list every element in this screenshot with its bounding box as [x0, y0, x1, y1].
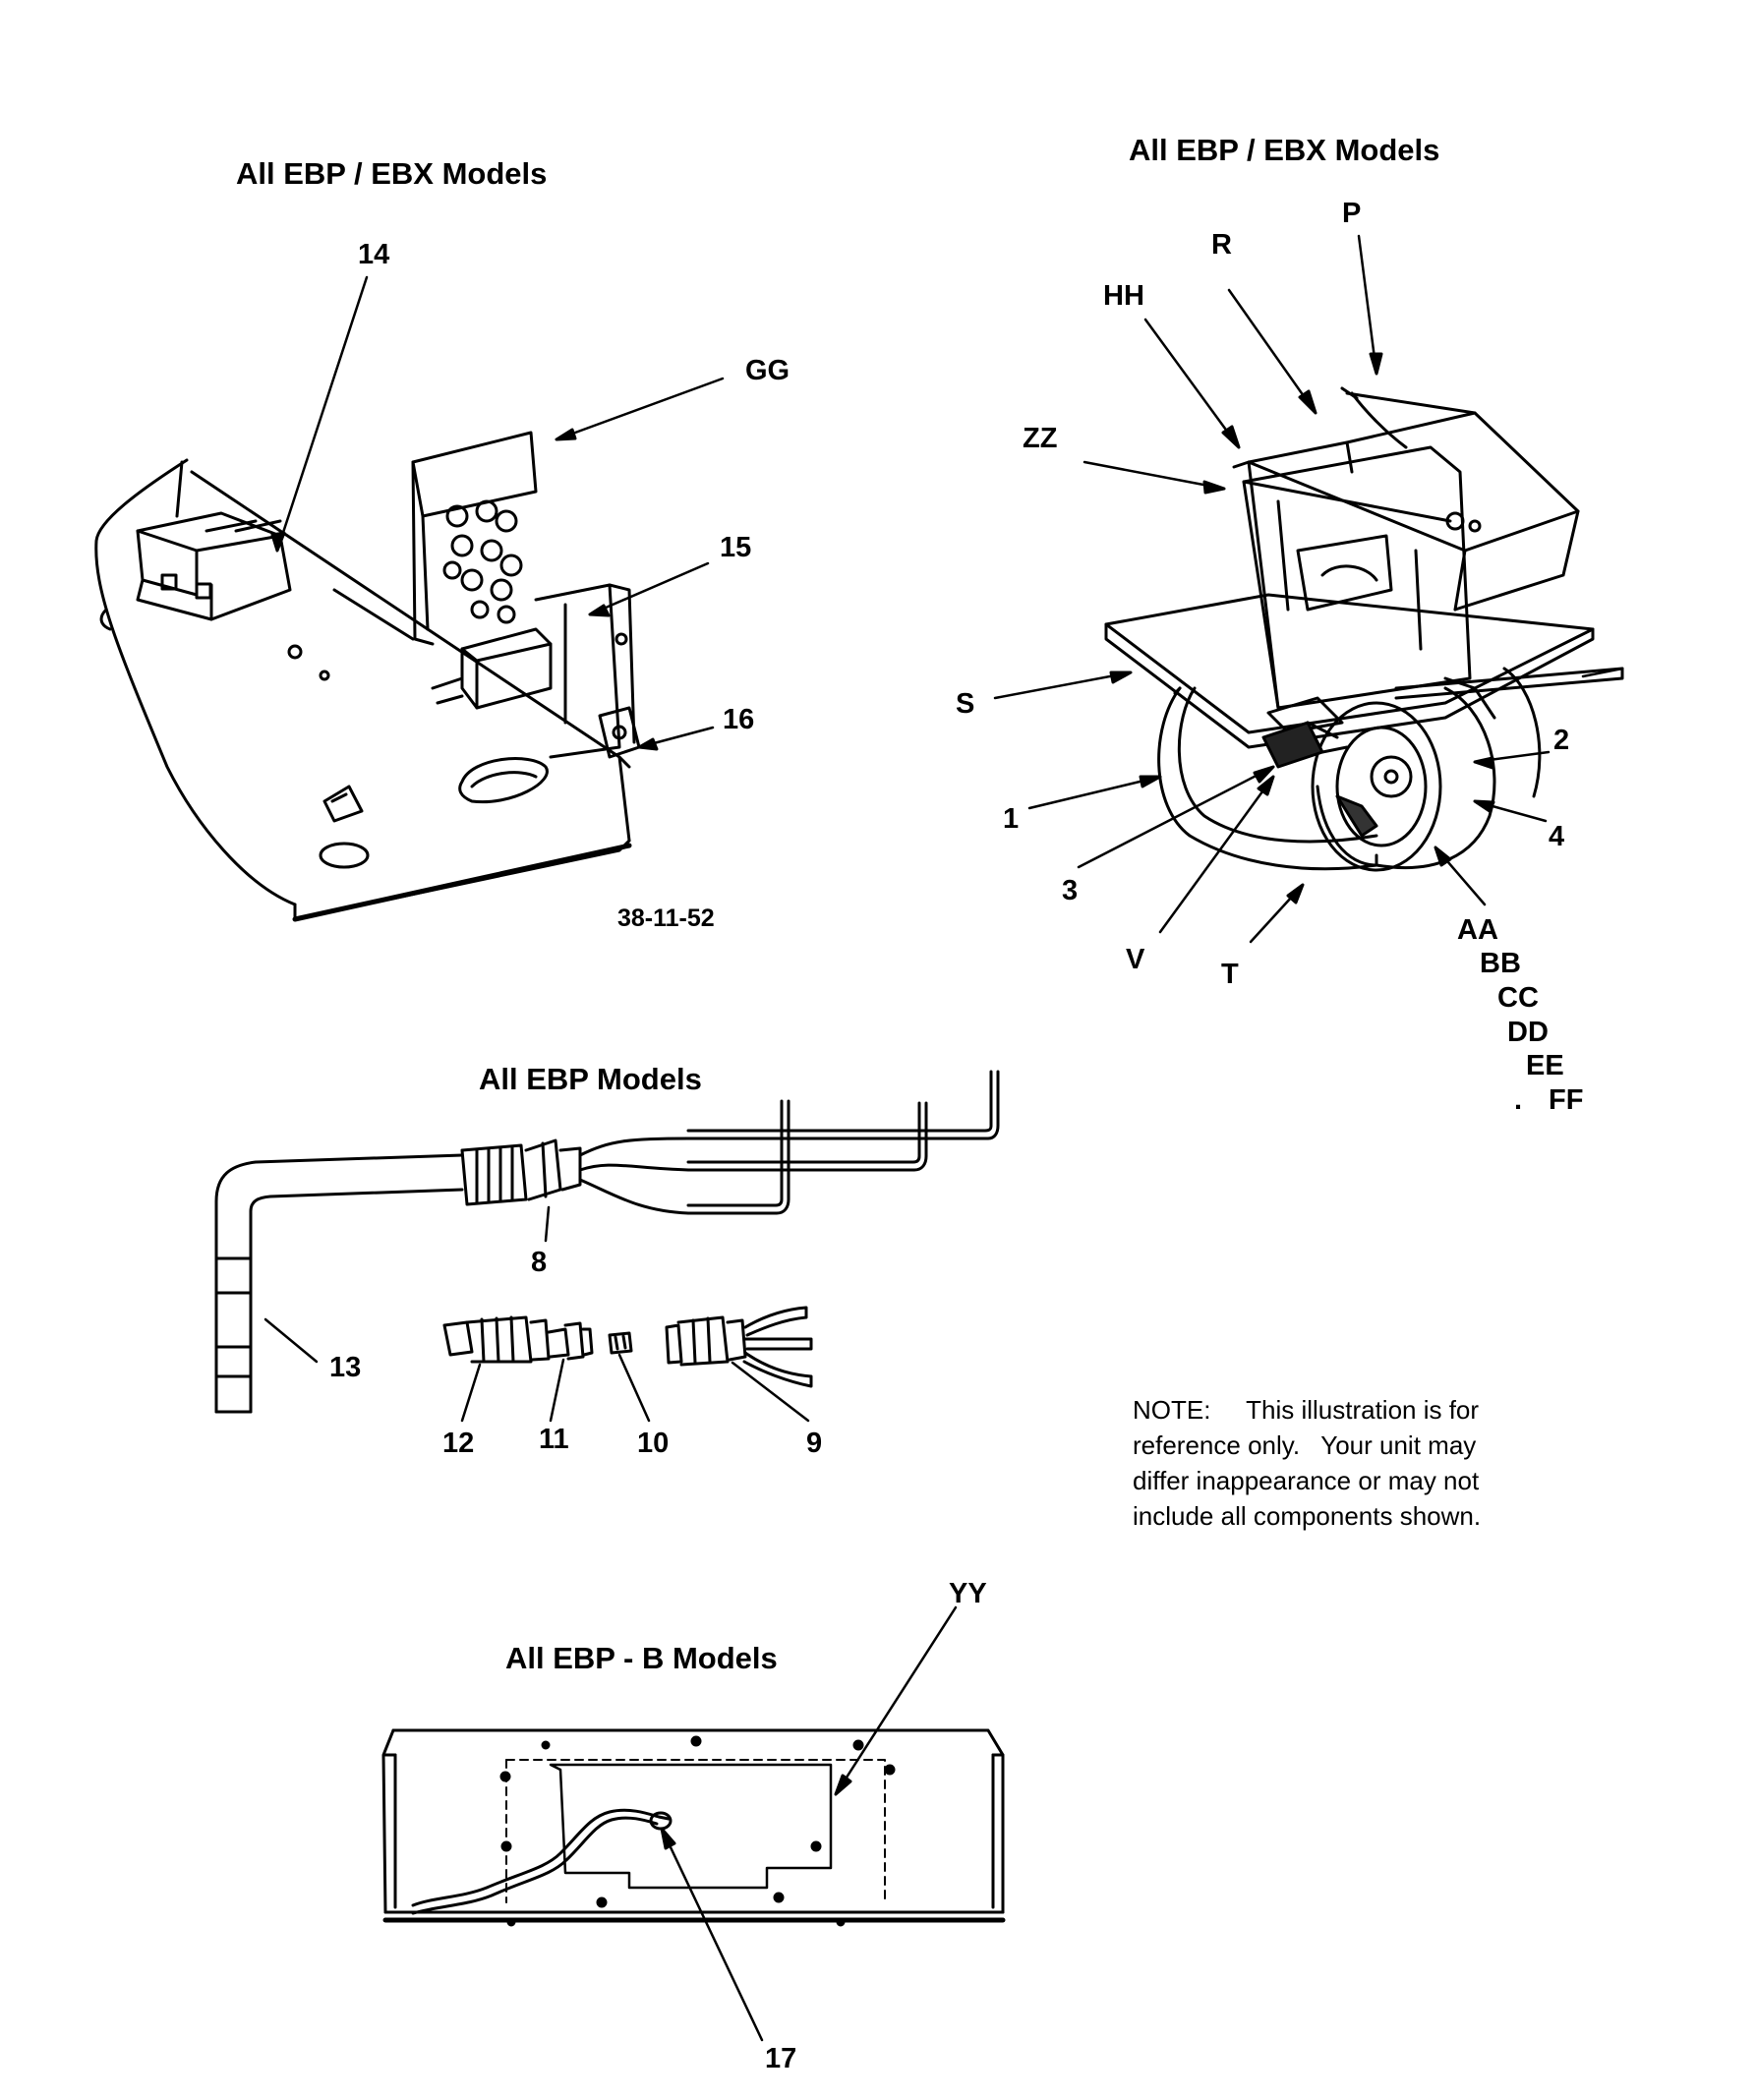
callout-2: 2 — [1553, 725, 1569, 756]
callout-13: 13 — [329, 1352, 361, 1383]
callout-DD: DD — [1507, 1017, 1549, 1048]
note-line: include all components shown. — [1133, 1501, 1482, 1531]
callout-4: 4 — [1549, 821, 1564, 852]
blower-leader-lines — [993, 234, 1624, 944]
blower-drawing — [993, 234, 1624, 944]
callout-T: T — [1221, 959, 1239, 990]
callout-FF-dot: . — [1514, 1084, 1522, 1116]
callout-1: 1 — [1003, 803, 1019, 835]
callout-11: 11 — [539, 1424, 569, 1455]
blower-wheel — [1157, 667, 1542, 872]
callout-GG: GG — [745, 355, 790, 386]
control-panel-title: All EBP / EBX Models — [236, 156, 547, 191]
base-plate — [1104, 593, 1624, 749]
callout-EE: EE — [1526, 1050, 1564, 1081]
callout-9: 9 — [806, 1428, 822, 1459]
note-line: NOTE: This illustration is for — [1133, 1395, 1480, 1425]
harness-wires — [578, 1070, 1000, 1215]
callout-16: 16 — [723, 704, 754, 735]
top-housing — [1247, 386, 1580, 612]
reference-note: NOTE: This illustration is for reference… — [1133, 1392, 1595, 1534]
callout-BB: BB — [1480, 948, 1521, 979]
control-box-drawing — [94, 275, 725, 922]
motor-clamp — [1261, 721, 1349, 769]
connector-assembled — [460, 1138, 582, 1206]
callout-ZZ: ZZ — [1023, 423, 1057, 454]
callout-V: V — [1126, 944, 1145, 975]
blower-panel: All EBP / EBX Models — [956, 133, 1624, 1116]
callout-14: 14 — [358, 239, 389, 270]
conduit — [214, 1153, 464, 1414]
base-panel-title: All EBP - B Models — [505, 1641, 778, 1675]
callout-15: 15 — [720, 532, 751, 563]
harness-panel-title: All EBP Models — [479, 1062, 702, 1096]
transformer — [99, 511, 292, 631]
part-12 — [442, 1315, 551, 1364]
callout-S: S — [956, 688, 974, 720]
figure-number: 38-11-52 — [617, 904, 715, 932]
base-leader-lines — [660, 1605, 958, 2042]
note-line: differ inappearance or may not — [1133, 1466, 1480, 1495]
base-housing — [381, 1728, 1006, 1927]
harness-drawing — [214, 1070, 1000, 1423]
base-drawing — [381, 1605, 1006, 2042]
base-panel: All EBP - B Models — [381, 1578, 1006, 2074]
relay-box — [431, 627, 553, 710]
part-11 — [547, 1321, 594, 1361]
callout-17: 17 — [765, 2043, 796, 2074]
callout-HH: HH — [1103, 280, 1144, 312]
callout-12: 12 — [442, 1428, 474, 1459]
callout-CC: CC — [1497, 982, 1539, 1014]
harness-leader-lines — [263, 1205, 810, 1423]
side-bracket — [534, 583, 641, 759]
callout-YY: YY — [949, 1578, 987, 1609]
callout-P: P — [1342, 198, 1361, 229]
callout-3: 3 — [1062, 875, 1078, 906]
main-housing — [1232, 445, 1472, 710]
harness-panel: All EBP Models — [214, 1062, 1000, 1459]
callout-8: 8 — [531, 1247, 547, 1278]
blower-panel-title: All EBP / EBX Models — [1129, 133, 1439, 167]
callout-10: 10 — [637, 1428, 669, 1459]
note-line: reference only. Your unit may — [1133, 1430, 1477, 1460]
part-9 — [665, 1306, 813, 1388]
callout-FF: FF — [1549, 1084, 1583, 1116]
part-10 — [608, 1331, 633, 1355]
terminal-plate — [411, 431, 538, 646]
base-cable — [411, 1808, 673, 1915]
callout-AA: AA — [1457, 914, 1498, 946]
callout-R: R — [1211, 229, 1232, 261]
control-box-panel: All EBP / EBX Models — [94, 156, 790, 932]
